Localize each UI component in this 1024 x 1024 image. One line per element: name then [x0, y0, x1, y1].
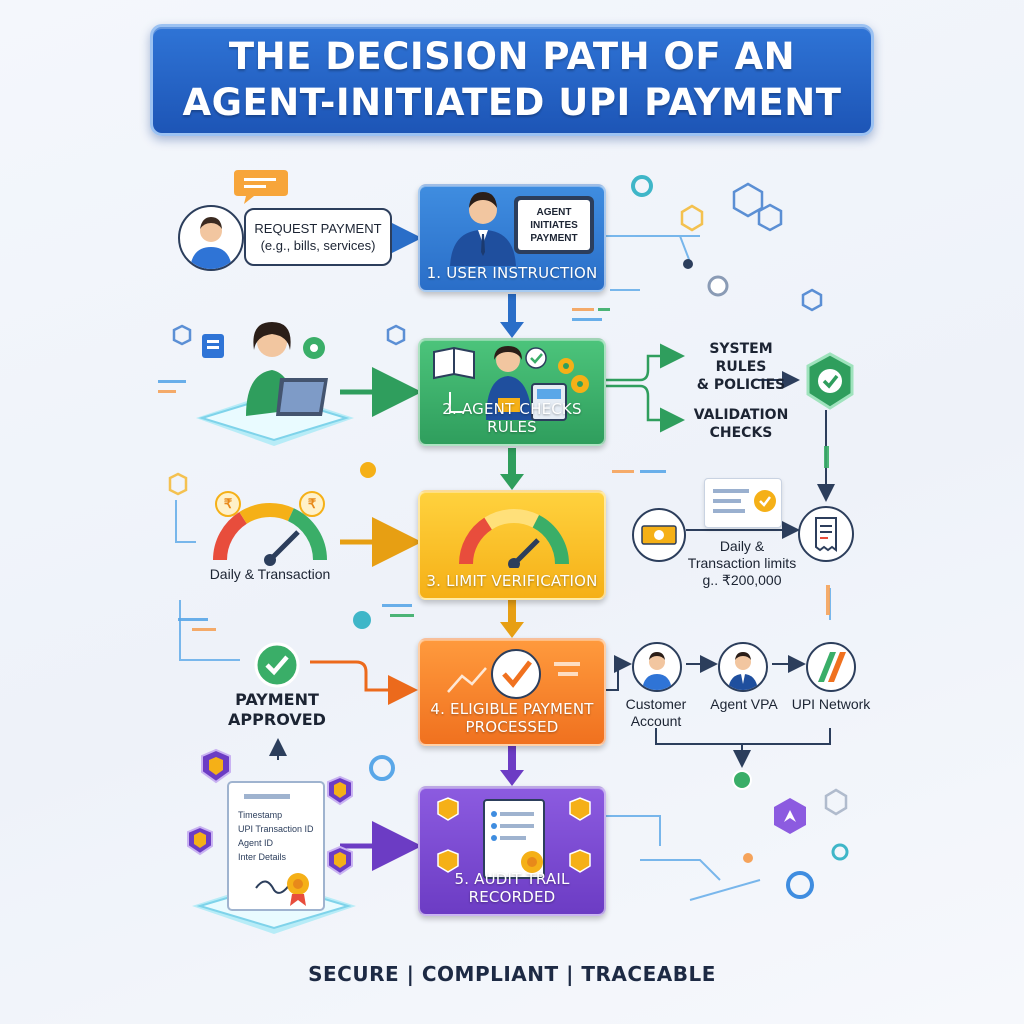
- agent-figure-icon: [450, 192, 516, 266]
- check-badge-icon: [754, 490, 776, 512]
- cash-icon: [641, 525, 677, 545]
- approved-arrow: [310, 660, 418, 705]
- step-3-label: 3. LIMIT VERIFICATION: [426, 572, 598, 590]
- step-connector-1-2: [500, 294, 524, 338]
- step-4-label-line-1: 4. ELIGIBLE PAYMENT: [430, 700, 594, 718]
- step-4-label-line-2: PROCESSED: [465, 718, 559, 736]
- payment-processed-illustration: [447, 649, 580, 699]
- limit-gauge-icon: [213, 491, 327, 566]
- customer-avatar: [632, 642, 682, 692]
- agent-vpa-label: Agent VPA: [710, 696, 778, 712]
- limit-right-label: Daily & Transaction limits g.. ₹200,000: [672, 538, 812, 589]
- audit-item-details: Inter Details: [238, 852, 287, 862]
- step-connector-4-5: [500, 746, 524, 786]
- validation-line-1: VALIDATION: [693, 407, 789, 423]
- step-eligible-payment: 4. ELIGIBLE PAYMENT PROCESSED: [418, 638, 606, 746]
- step-connector-3-4: [500, 600, 524, 638]
- limit-card: [704, 478, 782, 528]
- step-connector-2-3: [500, 448, 524, 490]
- step-5-label: 5. AUDIT TRAIL RECORDED: [454, 870, 570, 906]
- cash-icon-circle: [632, 508, 686, 562]
- customer-account-label: Customer Account: [616, 696, 696, 730]
- step-1-label: 1. USER INSTRUCTION: [426, 264, 598, 282]
- upi-network-label: UPI Network: [791, 696, 871, 712]
- receipt-icon: [815, 517, 837, 552]
- limit-right-line-3: g.. ₹200,000: [702, 572, 782, 588]
- customer-line-2: Account: [630, 713, 682, 729]
- security-badge-icon: [774, 798, 806, 834]
- agent-sign-line-2: INITIATES: [530, 219, 578, 231]
- dash-decoration: [158, 308, 830, 631]
- agent-vpa-icon: [728, 652, 758, 690]
- validation-checks-label: VALIDATION CHECKS: [682, 406, 800, 442]
- hexagon-decoration: [168, 182, 848, 816]
- system-rules-line-2: & POLICIES: [696, 377, 786, 393]
- customer-icon: [642, 652, 672, 690]
- node-dots: [353, 175, 849, 899]
- title-line-2: AGENT-INITIATED UPI PAYMENT: [182, 81, 842, 124]
- agent-vpa-avatar: [718, 642, 768, 692]
- step-limit-verification: 3. LIMIT VERIFICATION: [418, 490, 606, 600]
- audit-checklist: Timestamp UPI Transaction ID Agent ID In…: [238, 808, 324, 864]
- step-audit-trail: 5. AUDIT TRAIL RECORDED: [418, 786, 606, 916]
- step-user-instruction: AGENT INITIATES PAYMENT 1. USER INSTRUCT…: [418, 184, 606, 292]
- audit-item-agent-id: Agent ID: [238, 838, 274, 848]
- user-icon: [190, 217, 232, 269]
- approved-check-icon: [254, 642, 300, 688]
- agent-sign: AGENT INITIATES PAYMENT: [514, 196, 594, 254]
- step-4-label: 4. ELIGIBLE PAYMENT PROCESSED: [420, 700, 604, 736]
- rupee-icon-left: ₹: [223, 496, 233, 511]
- rules-illustration: [433, 346, 589, 421]
- audit-item-transaction-id: UPI Transaction ID: [238, 824, 314, 834]
- approved-line-2: APPROVED: [228, 710, 326, 729]
- step-2-label: 2. AGENT CHECKS RULES: [442, 400, 582, 436]
- system-rules-line-1: SYSTEM RULES: [709, 341, 773, 375]
- audit-item-timestamp: Timestamp: [238, 810, 283, 820]
- upi-network-badge: [806, 642, 856, 692]
- agent-sign-line-3: PAYMENT: [530, 232, 578, 244]
- request-bubble: REQUEST PAYMENT (e.g., bills, services): [244, 208, 392, 266]
- title-line-1: THE DECISION PATH OF AN: [228, 35, 796, 78]
- approved-line-1: PAYMENT: [235, 690, 319, 709]
- rupee-icon-right: ₹: [307, 496, 317, 511]
- agent-sign-line-1: AGENT: [536, 206, 572, 218]
- chat-icon: [234, 170, 288, 204]
- payment-approved-label: PAYMENT APPROVED: [212, 690, 342, 730]
- receipt-icon-circle: [798, 506, 854, 562]
- audit-document-illustration: [187, 748, 356, 934]
- limit-left-label: Daily & Transaction: [209, 566, 331, 582]
- step-agent-checks-rules: 2. AGENT CHECKS RULES: [418, 338, 606, 446]
- request-line-1: REQUEST PAYMENT: [254, 221, 382, 236]
- footer-tagline: SECURE | COMPLIANT | TRACEABLE: [308, 962, 716, 986]
- audit-step-illustration: [437, 797, 591, 879]
- request-line-2: (e.g., bills, services): [260, 238, 376, 253]
- validation-line-2: CHECKS: [709, 425, 773, 441]
- verified-shield-icon: [806, 352, 854, 410]
- customer-line-1: Customer: [625, 696, 687, 712]
- step-gauge-icon: [459, 509, 569, 568]
- upi-logo-icon: [818, 652, 846, 682]
- agent-laptop-illustration: [196, 322, 354, 446]
- limit-right-line-2: Transaction limits: [687, 555, 797, 571]
- system-rules-label: SYSTEM RULES & POLICIES: [682, 340, 800, 394]
- limit-right-line-1: Daily &: [719, 538, 765, 554]
- title-banner: THE DECISION PATH OF AN AGENT-INITIATED …: [150, 24, 874, 136]
- user-avatar: [178, 205, 244, 271]
